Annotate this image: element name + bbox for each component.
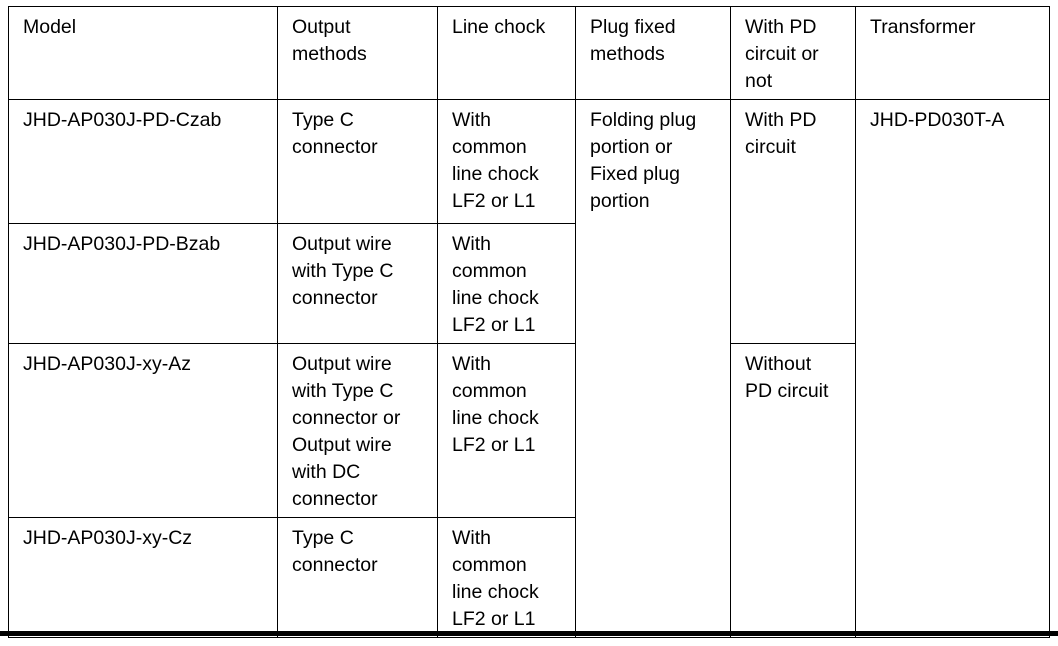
cell-output-methods: Type C connector <box>277 517 438 638</box>
cell-with-pd-circuit: With PD circuit <box>730 99 856 344</box>
cell-model: JHD-AP030J-xy-Cz <box>8 517 278 638</box>
header-cell-model: Model <box>8 6 278 100</box>
header-cell-plug-fixed-methods: Plug fixed methods <box>575 6 731 100</box>
cell-model: JHD-AP030J-PD-Bzab <box>8 223 278 344</box>
cell-line-chock: With common line chock LF2 or L1 <box>437 99 576 224</box>
table-header-row: Model Output methods Line chock Plug fix… <box>8 6 1050 100</box>
table-row: JHD-AP030J-PD-Bzab Output wire with Type… <box>8 223 1050 344</box>
page-bottom-rule <box>0 631 1058 636</box>
cell-line-chock: With common line chock LF2 or L1 <box>437 223 576 344</box>
cell-line-chock: With common line chock LF2 or L1 <box>437 343 576 518</box>
table-row: JHD-AP030J-PD-Czab Type C connector With… <box>8 99 1050 638</box>
header-cell-output-methods: Output methods <box>277 6 438 100</box>
cell-transformer: JHD-PD030T-A <box>855 99 1050 638</box>
cell-model: JHD-AP030J-PD-Czab <box>8 99 278 224</box>
header-cell-line-chock: Line chock <box>437 6 576 100</box>
cell-line-chock: With common line chock LF2 or L1 <box>437 517 576 638</box>
header-cell-pd-circuit-or-not: With PD circuit or not <box>730 6 856 100</box>
cell-output-methods: Type C connector <box>277 99 438 224</box>
cell-without-pd-circuit: Without PD circuit <box>730 343 856 638</box>
cell-model: JHD-AP030J-xy-Az <box>8 343 278 518</box>
cell-plug-fixed-methods: Folding plug portion or Fixed plug porti… <box>575 99 731 638</box>
cell-output-methods: Output wire with Type C connector <box>277 223 438 344</box>
cell-output-methods: Output wire with Type C connector or Out… <box>277 343 438 518</box>
header-cell-transformer: Transformer <box>855 6 1050 100</box>
table-row: JHD-AP030J-xy-Az Output wire with Type C… <box>8 343 1050 638</box>
table-row: JHD-AP030J-xy-Cz Type C connector With c… <box>8 517 1050 638</box>
power-adapter-spec-table: Model Output methods Line chock Plug fix… <box>8 6 1050 638</box>
